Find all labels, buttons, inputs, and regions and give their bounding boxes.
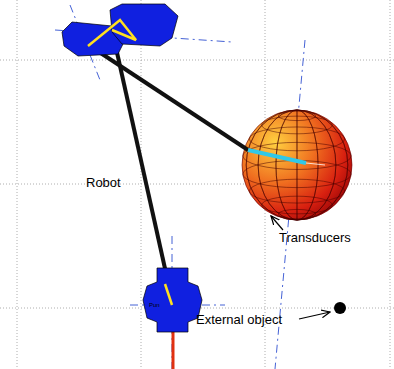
- yellow-frame: [88, 20, 172, 305]
- part-label: Transducers: [279, 231, 351, 245]
- part-label: External object: [196, 313, 282, 327]
- sphere-grid: [243, 110, 351, 220]
- part-label: Robot: [86, 176, 121, 190]
- external-object-dot: [334, 302, 346, 314]
- joint-label: Pun: [149, 302, 160, 309]
- transducer-sphere: [242, 110, 352, 220]
- robot-joints: [62, 4, 202, 332]
- robot-links: [90, 30, 325, 369]
